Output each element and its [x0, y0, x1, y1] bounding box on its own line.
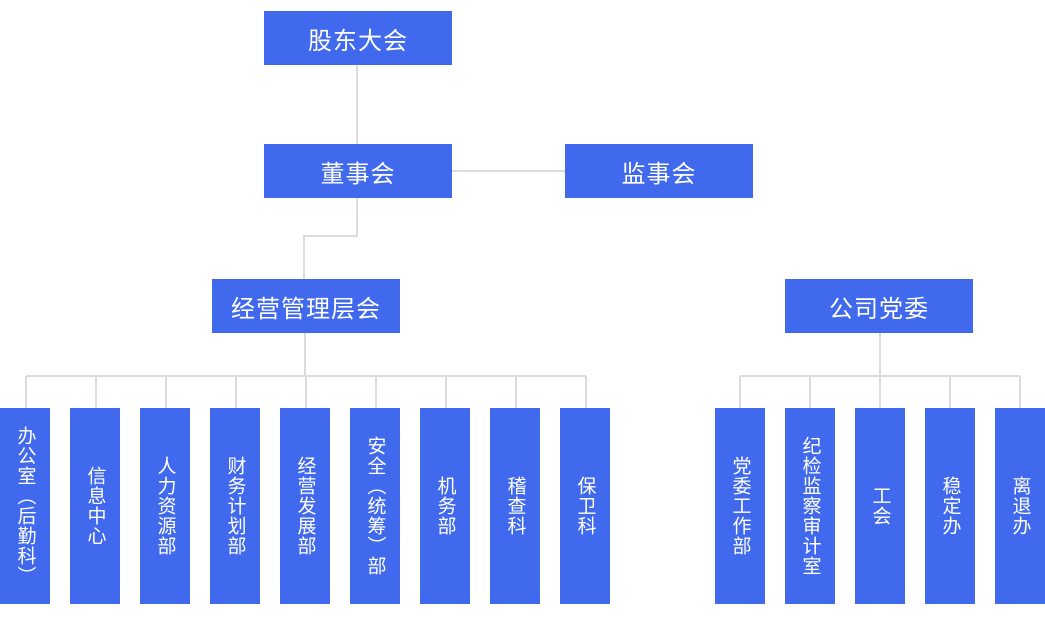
dept-inspection[interactable]: 稽查科 [490, 408, 540, 604]
dept-label: 稳定办 [939, 476, 962, 536]
dept-label: 人力资源部 [154, 456, 177, 556]
dept-label: 纪检监察审计室 [799, 436, 822, 576]
connector-board-management [303, 197, 358, 280]
dept-party-work[interactable]: 党委工作部 [715, 408, 765, 604]
dept-security[interactable]: 保卫科 [560, 408, 610, 604]
dept-stability-office[interactable]: 稳定办 [925, 408, 975, 604]
dept-office-logistics[interactable]: 办公室（后勤科） [0, 408, 50, 604]
node-label: 董事会 [320, 159, 396, 188]
node-label: 经营管理层会 [231, 294, 381, 323]
dept-label: 工会 [869, 486, 892, 526]
dept-safety-coordination[interactable]: 安全（统筹）部 [350, 408, 400, 604]
dept-maintenance[interactable]: 机务部 [420, 408, 470, 604]
dept-human-resources[interactable]: 人力资源部 [140, 408, 190, 604]
node-management-meeting[interactable]: 经营管理层会 [212, 279, 400, 333]
dept-information-center[interactable]: 信息中心 [70, 408, 120, 604]
node-label: 公司党委 [829, 294, 929, 323]
dept-label: 财务计划部 [224, 456, 247, 556]
dept-label: 机务部 [434, 476, 457, 536]
dept-business-development[interactable]: 经营发展部 [280, 408, 330, 604]
node-board-of-directors[interactable]: 董事会 [264, 144, 452, 198]
dept-label: 办公室（后勤科） [14, 426, 37, 586]
dept-label: 信息中心 [84, 466, 107, 546]
dept-retirees-office[interactable]: 离退办 [995, 408, 1045, 604]
dept-label: 经营发展部 [294, 456, 317, 556]
node-label: 监事会 [621, 159, 697, 188]
node-shareholders-meeting[interactable]: 股东大会 [264, 11, 452, 65]
node-label: 股东大会 [308, 26, 408, 55]
node-party-committee[interactable]: 公司党委 [785, 279, 973, 333]
dept-label: 安全（统筹）部 [364, 436, 387, 576]
dept-label: 稽查科 [504, 476, 527, 536]
dept-trade-union[interactable]: 工会 [855, 408, 905, 604]
dept-discipline-audit[interactable]: 纪检监察审计室 [785, 408, 835, 604]
dept-finance-planning[interactable]: 财务计划部 [210, 408, 260, 604]
dept-label: 保卫科 [574, 476, 597, 536]
dept-label: 离退办 [1009, 476, 1032, 536]
dept-label: 党委工作部 [729, 456, 752, 556]
node-board-of-supervisors[interactable]: 监事会 [565, 144, 753, 198]
